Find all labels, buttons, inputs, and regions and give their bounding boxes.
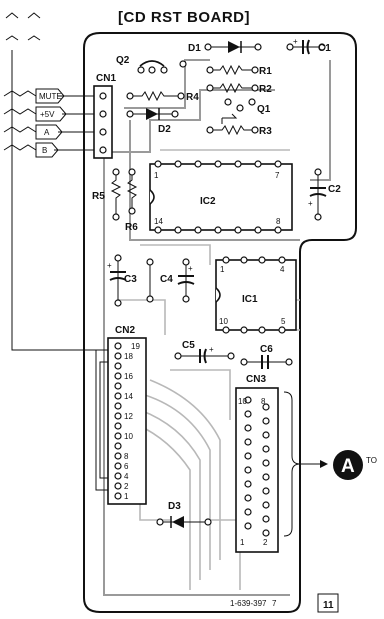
label-q1: Q1	[257, 104, 271, 115]
label-r3: R3	[259, 126, 272, 137]
capacitor-c4: +	[146, 258, 195, 303]
capacitor-c1: +	[286, 37, 326, 55]
label-r2: R2	[259, 84, 272, 95]
label-c4: C4	[160, 274, 173, 285]
ic2-package	[149, 160, 293, 234]
resistor-r3	[206, 124, 259, 136]
ic2-pin-14: 14	[154, 217, 163, 226]
label-c3: C3	[124, 274, 137, 285]
resistor-r6	[126, 168, 138, 215]
cn1-harness	[3, 50, 112, 351]
connector-label-b: B	[42, 146, 47, 155]
label-q2: Q2	[116, 55, 130, 66]
cn2-pin-14: 14	[124, 392, 133, 401]
cn2-pin-6: 6	[124, 462, 129, 471]
resistor-r1	[206, 64, 259, 76]
capacitor-c5: +	[174, 345, 235, 364]
transistor-q1	[221, 98, 256, 124]
label-c5: C5	[182, 340, 195, 351]
label-r5: R5	[92, 191, 105, 202]
capacitor-c3: +	[107, 254, 127, 307]
label-r4: R4	[186, 92, 199, 103]
ic1-package	[215, 256, 297, 334]
capacitor-c6	[240, 355, 293, 369]
svg-text:+: +	[308, 199, 313, 208]
cn2-pin-18: 18	[124, 352, 133, 361]
corner-ornaments	[5, 12, 41, 41]
label-cn3: CN3	[246, 374, 266, 385]
svg-text:+: +	[293, 37, 298, 46]
cn2-pin-16: 16	[124, 372, 133, 381]
label-c6: C6	[260, 344, 273, 355]
ic1-pin-5: 5	[281, 317, 286, 326]
label-c2: C2	[328, 184, 341, 195]
page-number: 11	[323, 600, 334, 611]
footer-code: 1-639-397	[230, 599, 267, 608]
ic1-pin-1: 1	[220, 265, 225, 274]
svg-text:+: +	[188, 264, 193, 273]
label-d2: D2	[158, 124, 171, 135]
resistor-r4	[126, 90, 185, 102]
page-number-box	[317, 593, 339, 613]
label-ic2: IC2	[200, 196, 216, 207]
cn3-destination-arrow	[283, 391, 328, 537]
cn2-pin-19: 19	[131, 342, 140, 351]
capacitor-c2: +	[308, 168, 327, 221]
connector-label-a: A	[44, 128, 50, 137]
cn2-pin-2: 2	[124, 482, 129, 491]
ic1-pin-10: 10	[219, 317, 228, 326]
label-d3: D3	[168, 501, 181, 512]
connector-cn1	[93, 85, 113, 159]
board-title: [CD RST BOARD]	[118, 9, 250, 26]
svg-text:+: +	[107, 261, 112, 270]
resistor-r2	[206, 82, 259, 94]
cn2-pin-4: 4	[124, 472, 129, 481]
connector-label-5v: +5V	[40, 110, 55, 119]
cn3-pin-1: 1	[240, 538, 245, 547]
label-d1: D1	[188, 43, 201, 54]
label-r1: R1	[259, 66, 272, 77]
diode-d1	[204, 41, 262, 53]
cn2-pin-8: 8	[124, 452, 129, 461]
label-r6: R6	[125, 222, 138, 233]
resistor-r5	[110, 168, 122, 221]
connector-cn3	[235, 387, 279, 553]
label-c1: C1	[318, 43, 331, 54]
cn2-pin-10: 10	[124, 432, 133, 441]
ic2-pin-8: 8	[276, 217, 281, 226]
label-cn2: CN2	[115, 325, 135, 336]
cn3-pin-10: 10	[238, 397, 247, 406]
label-cn1: CN1	[96, 73, 116, 84]
ic1-pin-4: 4	[280, 265, 285, 274]
connector-cn2	[107, 337, 147, 505]
cn2-pin-1: 1	[124, 492, 129, 501]
cn3-pin-2: 2	[263, 538, 268, 547]
marker-a: A	[333, 450, 363, 480]
diode-d3	[156, 516, 212, 528]
ic2-pin-7: 7	[275, 171, 280, 180]
diode-d2	[126, 108, 179, 120]
ic2-pin-1: 1	[154, 171, 159, 180]
connector-label-mute: MUTE	[39, 92, 62, 101]
cn2-harness	[95, 349, 108, 491]
footer-tail: 7	[272, 599, 277, 608]
cn3-pin-8: 8	[261, 397, 266, 406]
svg-text:+: +	[209, 345, 214, 354]
pad	[179, 60, 187, 68]
transistor-q2	[137, 60, 168, 74]
marker-note: TO	[366, 456, 377, 465]
label-ic1: IC1	[242, 294, 258, 305]
svg-text:A: A	[341, 456, 355, 477]
cn2-pin-12: 12	[124, 412, 133, 421]
